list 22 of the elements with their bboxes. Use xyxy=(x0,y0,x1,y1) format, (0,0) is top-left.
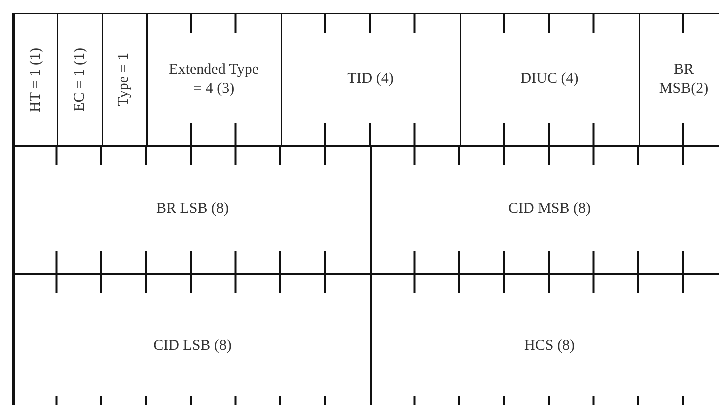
field-label: Type = 1 xyxy=(115,53,134,106)
field-label: CID LSB (8) xyxy=(154,336,232,356)
field-label: HT = 1 (1) xyxy=(26,48,45,112)
bit-field-box xyxy=(146,13,282,146)
field-label: Extended Type = 4 (3) xyxy=(169,61,260,98)
field-label: CID MSB (8) xyxy=(508,200,591,220)
field-label: BR LSB (8) xyxy=(156,200,229,220)
field-label: HCS (8) xyxy=(524,336,575,356)
bit-field-box xyxy=(638,13,719,146)
bit-field-box xyxy=(12,13,58,146)
bit-field-box xyxy=(370,145,719,274)
bit-field-box xyxy=(12,145,372,274)
field-label: TID (4) xyxy=(348,70,394,90)
bit-field-box xyxy=(56,13,103,146)
field-label: EC = 1 (1) xyxy=(70,48,88,112)
bit-field-box xyxy=(102,13,148,146)
bit-field-box xyxy=(280,13,461,146)
bit-field-box xyxy=(370,273,719,405)
field-label: DIUC (4) xyxy=(520,70,579,90)
bit-field-box xyxy=(460,13,640,146)
field-label: BR MSB(2) xyxy=(658,61,710,98)
bit-field-box xyxy=(12,273,372,405)
